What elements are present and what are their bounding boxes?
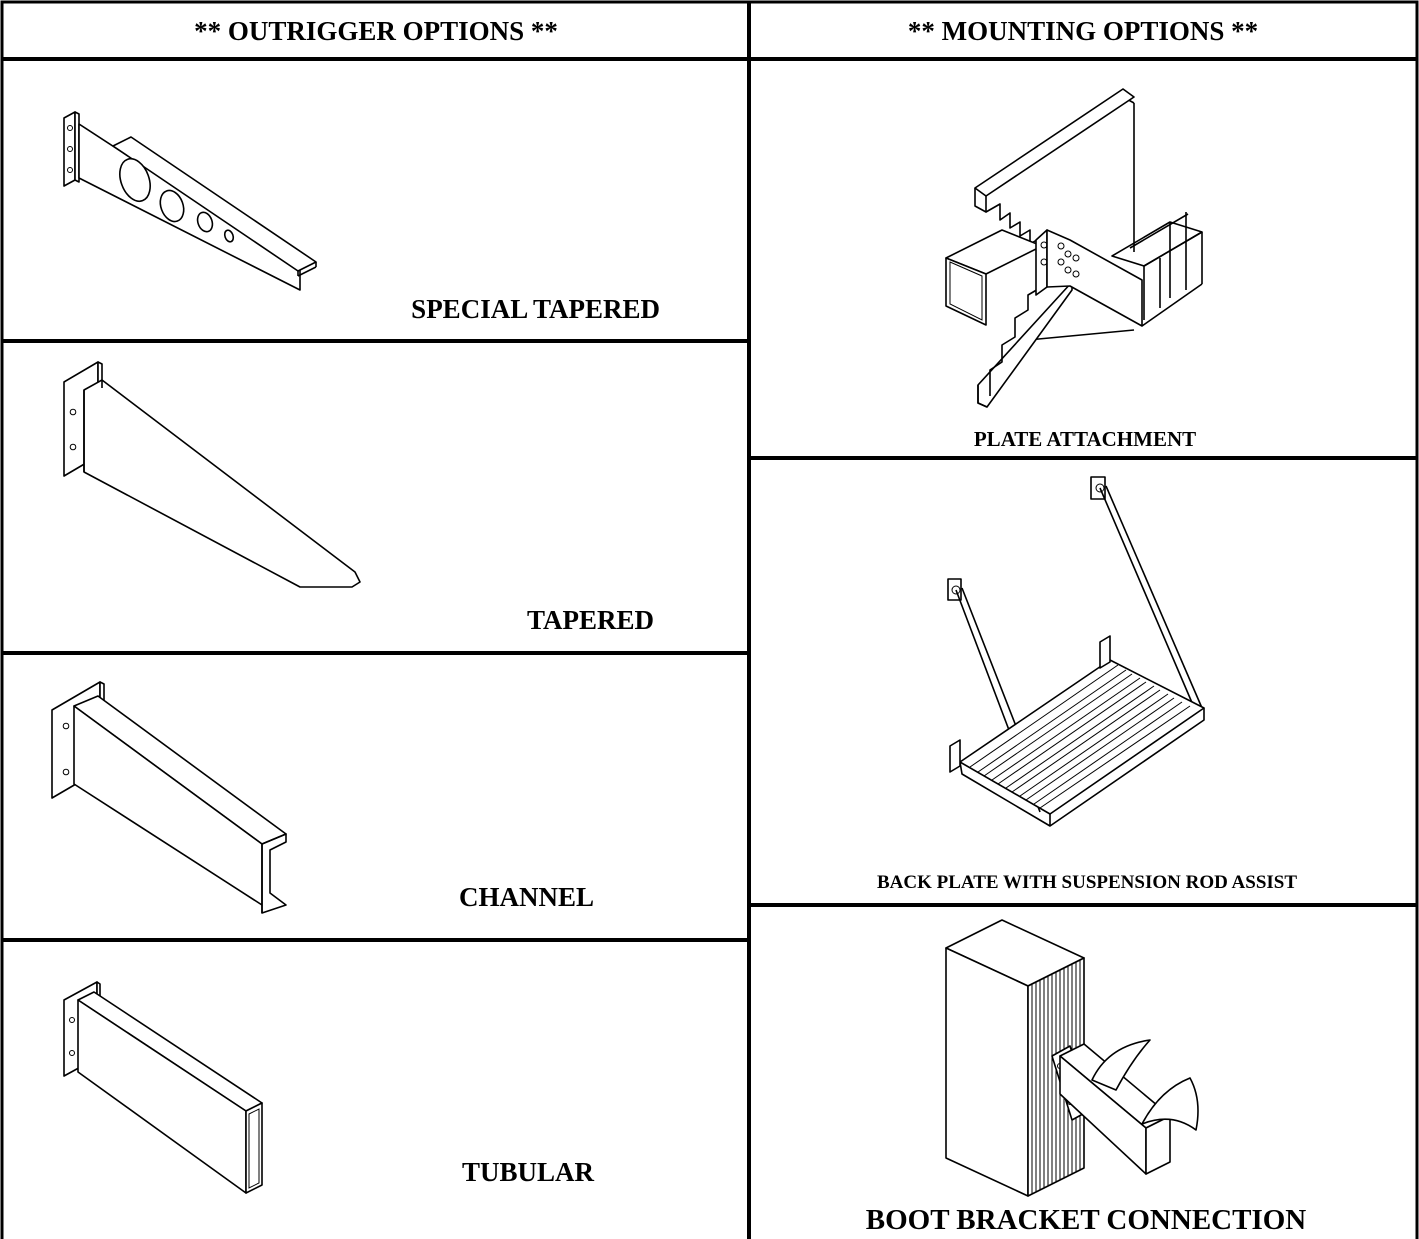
plate-attachment-drawing (945, 88, 1203, 408)
special-tapered-outrigger-drawing (63, 111, 317, 291)
channel-outrigger-drawing (51, 681, 287, 914)
mounting-label-boot-bracket: BOOT BRACKET CONNECTION (866, 1204, 1307, 1236)
outrigger-label-channel: CHANNEL (459, 882, 594, 912)
tubular-outrigger-drawing (63, 981, 263, 1194)
mounting-label-plate-attachment: PLATE ATTACHMENT (974, 427, 1196, 451)
suspension-rod-drawing (947, 476, 1205, 827)
mounting-label-suspension-rod: BACK PLATE WITH SUSPENSION ROD ASSIST (877, 872, 1297, 893)
mounting-options-header: ** MOUNTING OPTIONS ** (908, 16, 1258, 46)
boot-bracket-drawing (945, 919, 1199, 1197)
tapered-outrigger-drawing (63, 361, 361, 588)
outrigger-label-tapered: TAPERED (527, 605, 654, 635)
outrigger-label-tubular: TUBULAR (462, 1157, 595, 1187)
outrigger-options-header: ** OUTRIGGER OPTIONS ** (194, 16, 558, 46)
outrigger-label-special-tapered: SPECIAL TAPERED (411, 294, 660, 324)
